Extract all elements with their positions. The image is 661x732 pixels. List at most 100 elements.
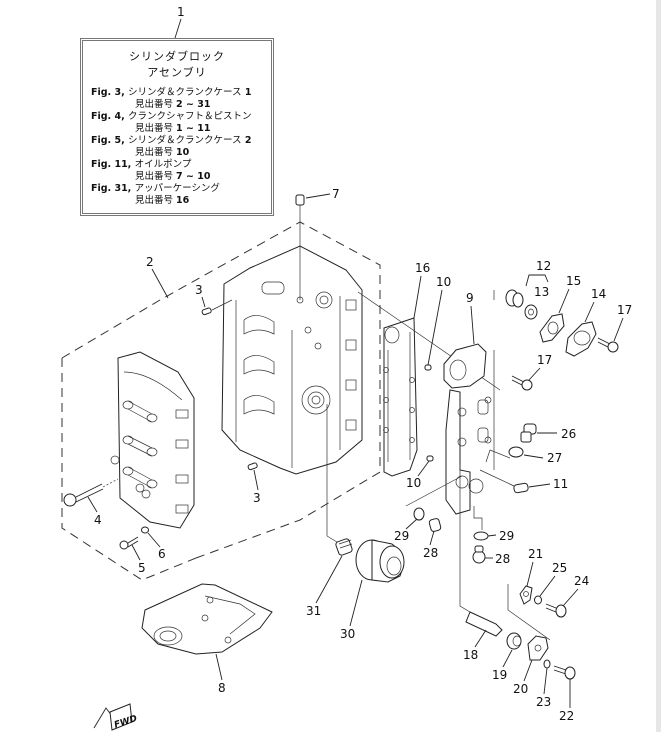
part-label-16: 16 xyxy=(415,261,430,275)
alignment-line xyxy=(211,299,233,311)
oil-pan-gasket xyxy=(141,583,273,655)
leader-line xyxy=(523,659,533,682)
leader-line xyxy=(558,288,570,314)
plug xyxy=(295,194,305,300)
bolt xyxy=(511,375,533,391)
part-label-1: 1 xyxy=(177,5,185,19)
part-label-28: 28 xyxy=(423,546,438,560)
link-bracket xyxy=(519,585,533,605)
dowel-pin xyxy=(201,307,212,316)
ref-name: シリンダ＆クランクケース xyxy=(128,87,242,98)
bolt xyxy=(553,665,576,680)
part-label-28: 28 xyxy=(495,552,510,566)
o-ring xyxy=(508,446,524,458)
forward-direction-badge: FWD xyxy=(93,703,139,731)
oil-filter xyxy=(355,539,405,583)
leader-line xyxy=(528,367,541,381)
grommet xyxy=(524,304,538,320)
ref-fig: Fig. 5, xyxy=(91,135,125,146)
dowel-pin xyxy=(247,462,258,471)
leader-line xyxy=(526,561,534,587)
part-label-23: 23 xyxy=(536,695,551,709)
part-label-4: 4 xyxy=(94,513,102,527)
dowel-pin xyxy=(424,364,432,371)
ref-suffix: 1 xyxy=(244,87,252,98)
alignment-line xyxy=(459,464,471,613)
ref-index-label: 見出番号 xyxy=(135,147,174,158)
part-label-14: 14 xyxy=(591,287,606,301)
callout-title-line2: アセンブリ xyxy=(147,66,207,79)
cylinder-block xyxy=(221,245,363,475)
leader-line xyxy=(543,667,548,695)
alignment-line xyxy=(326,535,338,543)
leader-line xyxy=(474,629,487,648)
part-label-10: 10 xyxy=(406,476,421,490)
part-label-9: 9 xyxy=(466,291,474,305)
part-label-26: 26 xyxy=(561,427,576,441)
leader-line xyxy=(315,555,343,604)
part-label-7: 7 xyxy=(332,187,340,201)
bolt xyxy=(597,337,619,353)
o-ring xyxy=(473,531,489,541)
leader-bracket xyxy=(525,274,549,287)
part-label-22: 22 xyxy=(559,709,574,723)
leader-line xyxy=(417,460,430,477)
leader-line xyxy=(305,193,331,199)
leader-line xyxy=(470,305,475,345)
anode xyxy=(505,289,524,308)
bolt xyxy=(63,478,119,507)
leader-line xyxy=(539,575,556,597)
ref-fig: Fig. 31, xyxy=(91,183,132,194)
leader-line xyxy=(349,579,363,627)
alignment-line xyxy=(507,584,551,641)
leader-line xyxy=(87,496,98,513)
assembly-callout-box: シリンダブロック アセンブリ Fig. 3, シリンダ＆クランクケース 1 見出… xyxy=(80,38,274,216)
part-label-6: 6 xyxy=(158,547,166,561)
ref-index-label: 見出番号 xyxy=(135,195,174,206)
leader-line xyxy=(253,469,259,491)
part-label-19: 19 xyxy=(492,668,507,682)
part-label-11: 11 xyxy=(553,477,568,491)
ref-range: 7 ~ 10 xyxy=(176,171,211,182)
part-label-3: 3 xyxy=(253,491,261,505)
ref-range: 1 ~ 11 xyxy=(176,123,211,134)
part-label-29: 29 xyxy=(499,529,514,543)
dowel-pin xyxy=(426,455,434,462)
ref-index-label: 見出番号 xyxy=(135,99,174,110)
ref-range: 2 ~ 31 xyxy=(176,99,211,110)
leader-line xyxy=(562,588,579,607)
leader-line xyxy=(131,544,141,561)
hose-fitting xyxy=(513,482,529,494)
part-label-8: 8 xyxy=(218,681,226,695)
ref-suffix: 2 xyxy=(244,135,252,146)
plug xyxy=(472,545,486,564)
part-label-5: 5 xyxy=(138,561,146,575)
callout-reference: Fig. 3, シリンダ＆クランクケース 1 見出番号 2 ~ 31 xyxy=(83,87,271,111)
throttle-link xyxy=(465,611,503,637)
drain-plug xyxy=(520,423,537,443)
callout-reference-list: Fig. 3, シリンダ＆クランクケース 1 見出番号 2 ~ 31 Fig. … xyxy=(83,87,271,207)
part-label-10: 10 xyxy=(436,275,451,289)
part-label-24: 24 xyxy=(574,574,589,588)
leader-line xyxy=(147,532,161,548)
ref-name: アッパーケーシング xyxy=(134,183,220,194)
part-label-30: 30 xyxy=(340,627,355,641)
leader-line xyxy=(174,18,182,39)
leader-line xyxy=(487,534,497,537)
ref-name: オイルポンプ xyxy=(134,159,192,170)
part-label-17: 17 xyxy=(617,303,632,317)
leader-line xyxy=(427,289,443,366)
bolt xyxy=(119,536,139,550)
leader-line xyxy=(201,296,206,308)
leader-line xyxy=(429,530,435,546)
alignment-line xyxy=(473,506,483,530)
callout-reference: Fig. 11, オイルポンプ 見出番号 7 ~ 10 xyxy=(83,159,271,183)
part-label-12: 12 xyxy=(536,259,551,273)
part-label-20: 20 xyxy=(513,682,528,696)
leader-line xyxy=(215,653,223,681)
part-label-3: 3 xyxy=(195,283,203,297)
alignment-line xyxy=(405,475,463,507)
callout-reference: Fig. 5, シリンダ＆クランクケース 2 見出番号 10 xyxy=(83,135,271,159)
oil-filter-stud xyxy=(335,538,353,556)
ref-name: クランクシャフト＆ピストン xyxy=(128,111,252,122)
